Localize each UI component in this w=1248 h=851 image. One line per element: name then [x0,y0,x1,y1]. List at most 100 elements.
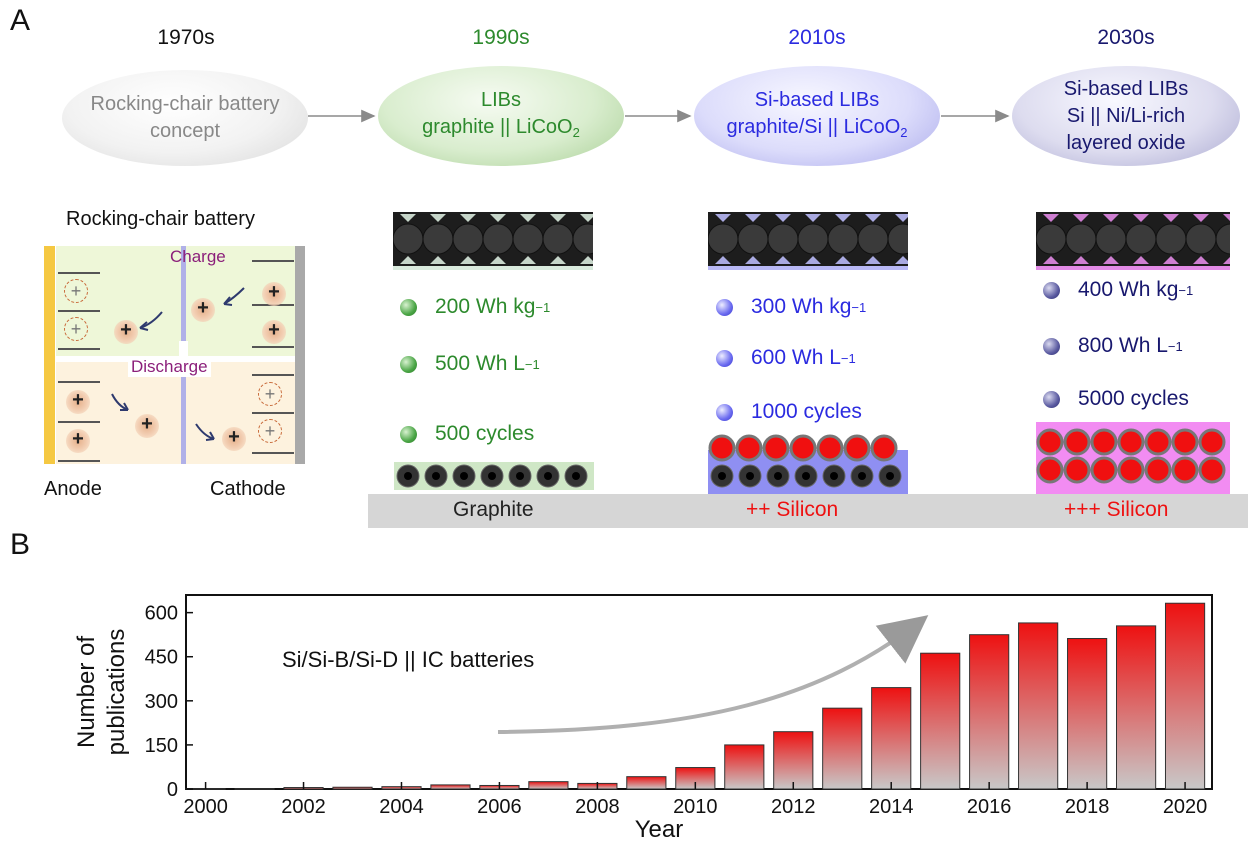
anode-current-collector [44,246,55,464]
x-tick-label: 2016 [967,796,1012,818]
bar-2001 [234,788,275,790]
bar-2007 [528,781,569,790]
bar-2012 [773,731,814,790]
x-tick-label: 2014 [869,796,914,818]
electrode-strip-2030s [1036,212,1230,270]
y-tick-label: 450 [145,647,178,669]
timeline-arrows [308,109,1010,123]
growth-trend-arrow [497,615,929,734]
bar-2020 [1164,602,1206,790]
blue-bullet-icon [716,349,733,367]
rocking-chair-schematic: Charge Discharge + + + + + + + + + + + + [44,246,310,464]
bar-2018 [1067,638,1108,790]
x-tick-label: 2012 [771,796,816,818]
era-2030s-line-2: Si || Ni/Li-rich [1066,104,1186,127]
cathode-current-collector [295,246,305,464]
x-axis-label: Year [635,816,684,843]
metric-1990s-energy-gravimetric: 200 Wh kg−1 [400,295,550,319]
anode-illustration-graphite [394,462,594,490]
y-axis-label-line-2: publications [103,629,130,756]
anode-vacancy-2: + [64,317,88,341]
era-1970s-year: 1970s [157,26,215,49]
li-ion: + [66,428,90,453]
anode-substrate-bar [368,494,1248,528]
charge-label: Charge [170,247,226,266]
cathode-label: Cathode [210,478,286,500]
metric-2010s-cycles: 1000 cycles [716,400,862,424]
li-ion: + [262,281,286,306]
era-2010s-line-2: graphite/Si || LiCoO2 [726,115,908,140]
era-1990s-oval: LIBs graphite || LiCoO2 [378,66,624,166]
bar-2016 [969,634,1010,790]
anode-label-graphite: Graphite [453,498,534,521]
li-ion: + [66,389,90,414]
green-bullet-icon [400,298,417,316]
bar-2011 [724,744,765,790]
metric-2030s-energy-volumetric: 800 Wh L−1 [1043,334,1183,358]
bar-2013 [822,707,863,790]
li-ion: + [135,413,159,438]
x-tick-label: 2000 [183,796,228,818]
li-ion: + [222,426,246,451]
li-ion: + [114,319,138,344]
era-1990s-year: 1990s [472,26,530,49]
bar-2019 [1116,625,1157,790]
bar-2015 [920,652,961,790]
era-2010s-line-1: Si-based LIBs [754,88,880,111]
x-tick-label: 2006 [477,796,522,818]
anode-label: Anode [44,478,102,500]
x-tick-label: 2010 [673,796,718,818]
panel-a-label: A [10,4,31,37]
y-tick-label: 0 [167,779,178,801]
bar-2009 [626,776,667,790]
green-bullet-icon [400,355,417,373]
panel-b-label: B [10,528,31,561]
x-tick-label: 2008 [575,796,620,818]
metric-1990s-cycles: 500 cycles [400,422,534,446]
navy-bullet-icon [1043,281,1060,299]
y-tick-label: 150 [145,735,178,757]
green-bullet-icon [400,425,417,443]
metric-2010s-energy-gravimetric: 300 Wh kg−1 [716,295,866,319]
era-2010s-year: 2010s [788,26,846,49]
era-1990s-line-1: LIBs [480,88,521,111]
x-tick-label: 2020 [1163,796,1208,818]
annotation-text: Si/Si-B/Si-D || IC batteries [282,647,534,672]
discharge-label: Discharge [128,357,211,377]
bar-2017 [1018,622,1059,790]
blue-bullet-icon [716,298,733,316]
y-axis-label-line-1: Number of [73,636,100,748]
bar-2005 [430,784,471,790]
x-tick-label: 2018 [1065,796,1110,818]
era-2030s-line-3: layered oxide [1066,131,1186,154]
x-tick-label: 2004 [379,796,424,818]
charge-region [56,246,296,356]
electrode-strip-1990s [393,212,593,270]
anode-illustration-silicon-2030s [1036,422,1230,494]
metric-1990s-energy-volumetric: 500 Wh L−1 [400,352,540,376]
publications-bar-chart: Si/Si-B/Si-D || IC batteries 0 150 300 450 6… [73,594,1213,843]
blue-bullet-icon [716,403,733,421]
navy-bullet-icon [1043,390,1060,408]
era-1990s-line-2: graphite || LiCoO2 [422,115,580,140]
anode-label-silicon-2030s: +++ Silicon [1064,498,1169,521]
era-2010s-oval: Si-based LIBs graphite/Si || LiCoO2 [694,66,940,166]
metric-2010s-energy-volumetric: 600 Wh L−1 [716,346,856,370]
li-ion: + [262,319,286,344]
x-tick-label: 2002 [281,796,326,818]
metric-2030s-energy-gravimetric: 400 Wh kg−1 [1043,278,1193,302]
y-tick-label: 600 [145,603,178,625]
anode-label-silicon-2010s: ++ Silicon [746,498,839,521]
anode-illustration-silicon-2010s [708,434,908,494]
navy-bullet-icon [1043,337,1060,355]
y-tick-label: 300 [145,691,178,713]
ion-movement-arrows [111,287,245,441]
bar-2014 [871,687,912,790]
era-2030s-oval: Si-based LIBs Si || Ni/Li-rich layered o… [1012,66,1240,166]
bar-2003 [332,786,373,790]
era-1970s-oval: Rocking-chair battery concept [62,70,308,166]
anode-vacancy-1: + [64,279,88,303]
era-2030s-year: 2030s [1097,26,1155,49]
era-1970s-line-1: Rocking-chair battery [90,93,280,115]
cathode-vacancy-2: + [258,419,282,443]
